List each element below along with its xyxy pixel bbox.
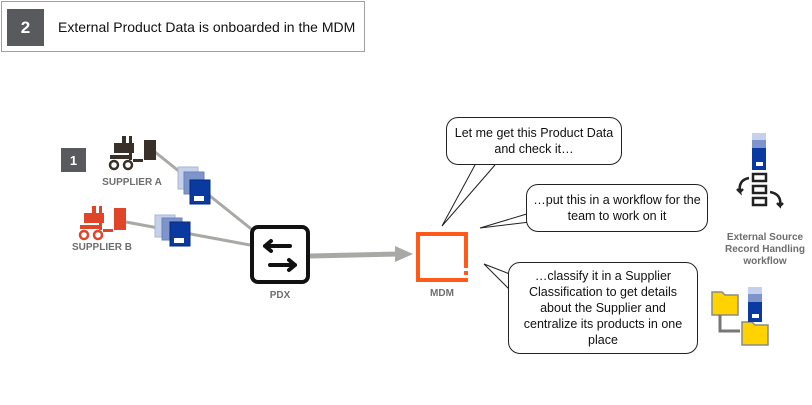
speech-bubble-check: Let me get this Product Data and check i… xyxy=(446,117,622,165)
bubble-tail-workflow xyxy=(479,212,531,229)
step-marker-1: 1 xyxy=(61,148,86,172)
classification-icon xyxy=(711,287,769,346)
records-icon-b xyxy=(154,214,191,247)
records-icon-a xyxy=(177,166,211,205)
speech-bubble-workflow: …put this in a workflow for the team to … xyxy=(526,184,708,232)
workflow-icon xyxy=(736,133,784,209)
step-header: 2 External Product Data is onboarded in … xyxy=(1,1,365,52)
workflow-label: External Source Record Handling workflow xyxy=(724,232,805,267)
bubble-tail-check xyxy=(441,164,496,227)
forklift-icon-supplier-b xyxy=(78,206,126,241)
supplier-b-label: SUPPLIER B xyxy=(71,242,132,253)
pdx-icon xyxy=(250,225,310,284)
pdx-label: PDX xyxy=(269,290,291,301)
step-title: External Product Data is onboarded in th… xyxy=(58,19,356,35)
step-number-badge: 2 xyxy=(7,9,44,46)
mdm-label: MDM xyxy=(430,288,454,299)
speech-bubble-classify: …classify it in a Supplier Classificatio… xyxy=(508,262,698,354)
connector-pdx-mdm xyxy=(309,251,401,259)
supplier-a-label: SUPPLIER A xyxy=(102,177,162,188)
arrow-head xyxy=(395,246,413,262)
forklift-icon-supplier-a xyxy=(108,136,156,171)
mdm-logo-icon xyxy=(416,232,468,282)
